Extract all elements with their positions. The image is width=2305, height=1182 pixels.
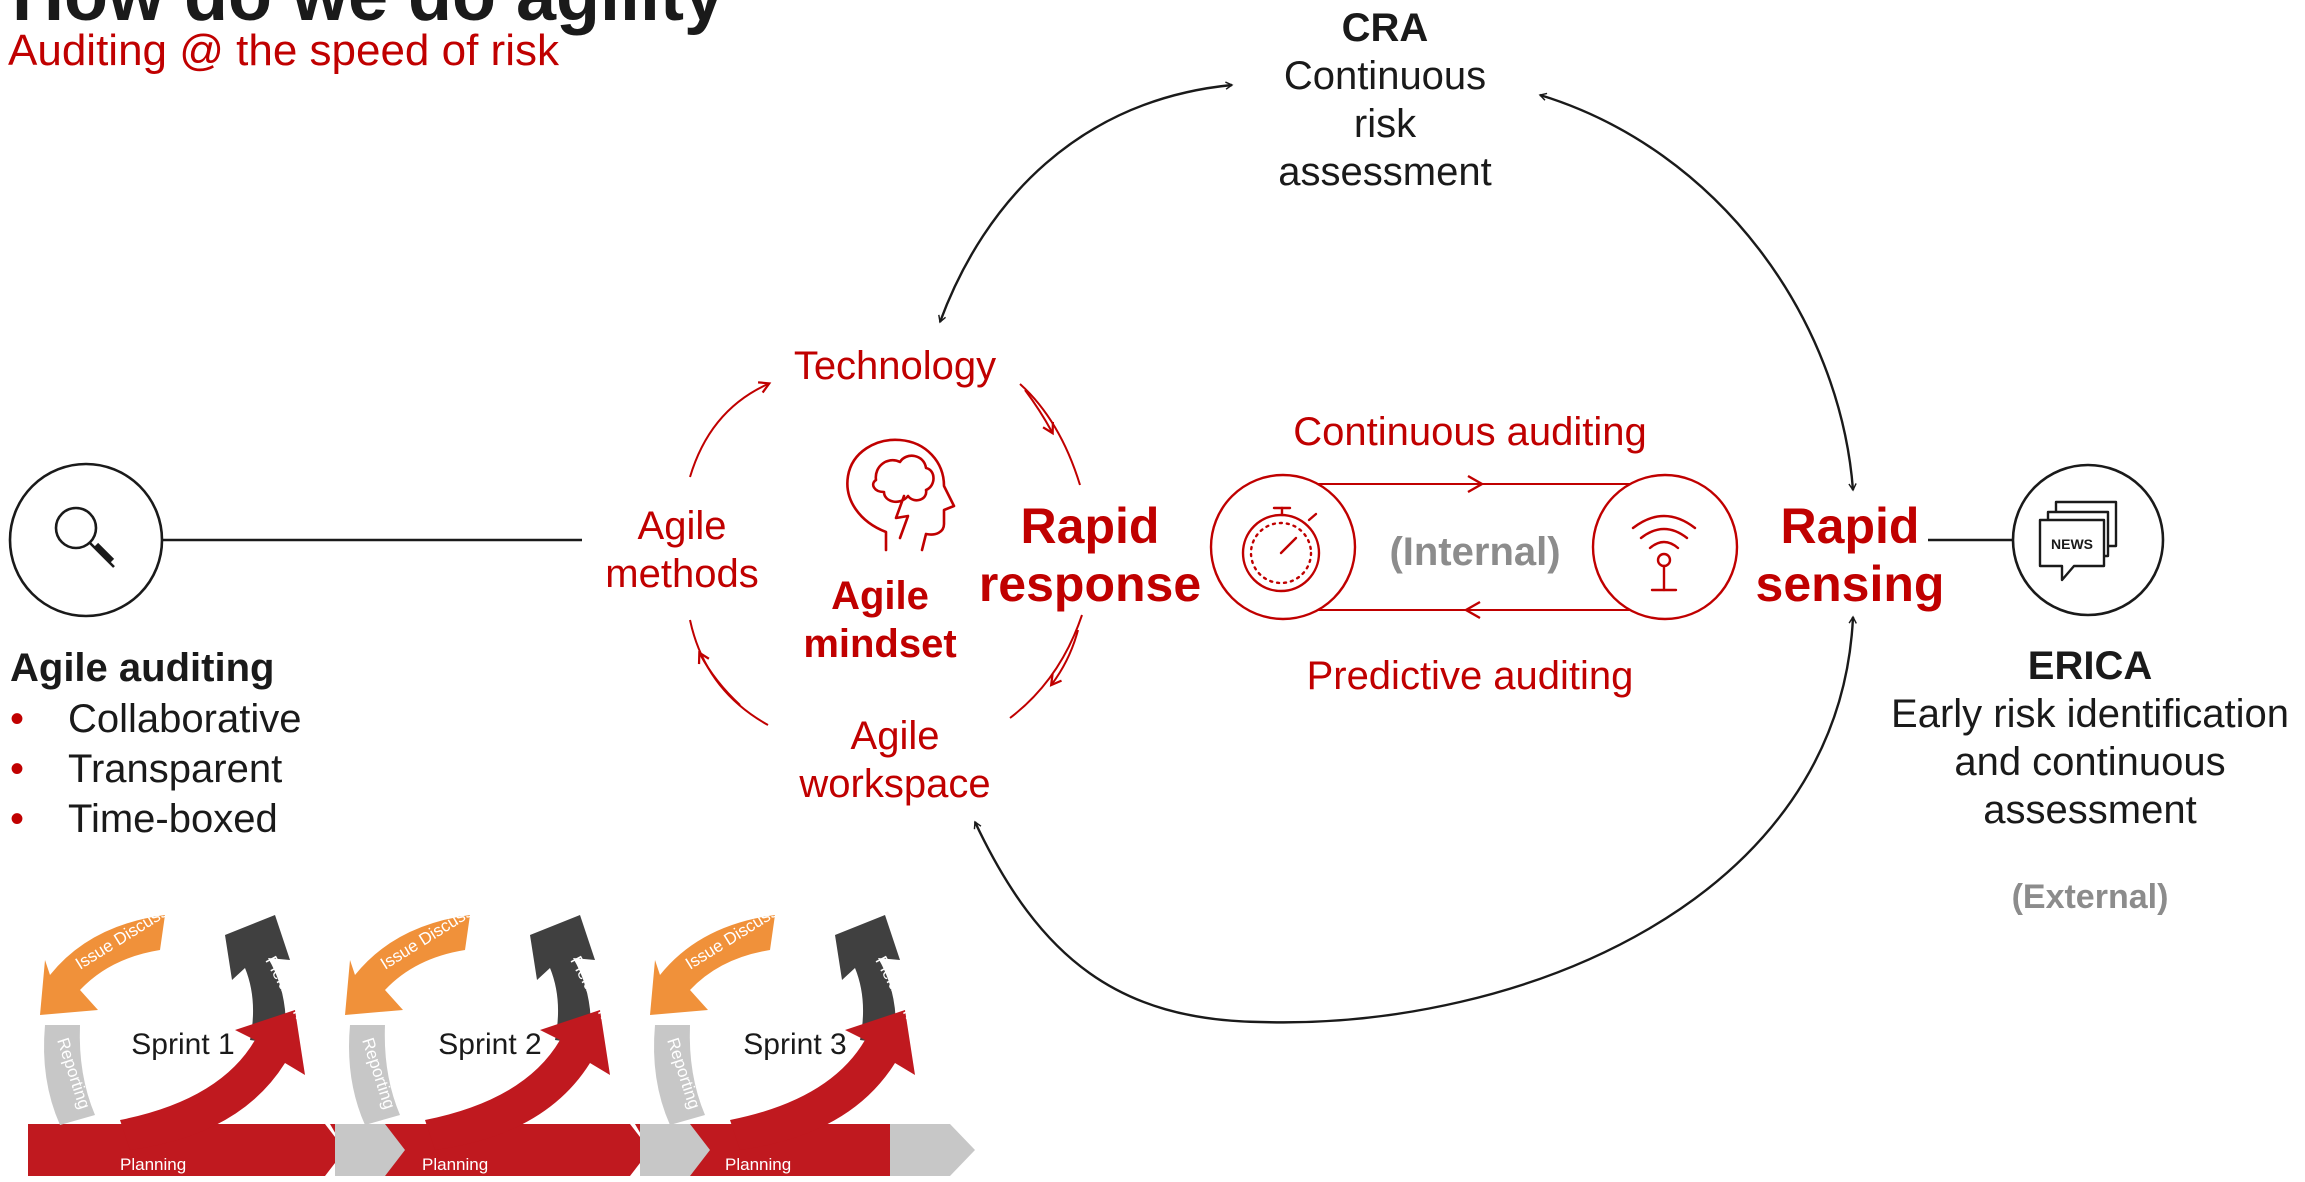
erica-line-2: and continuous [1954,740,2226,784]
page-title: How do we do agility [12,0,724,36]
mindset-arc-workspace-to-methods [689,619,769,726]
sprint-2-cycle [345,915,610,1150]
sprint-1-planning: Planning [120,1155,186,1174]
magnifier-icon [54,506,115,568]
rapid-response-line-1: Rapid [1020,498,1160,554]
news-icon: NEWS [2038,500,2118,582]
agile-auditing-list: •Collaborative •Transparent •Time-boxed [10,694,390,844]
arc-cra-to-sensing [1538,92,1857,492]
cra-line-2: risk [1353,102,1417,146]
sprint-2-planning: Planning [422,1155,488,1174]
rapid-sensing-line-2: sensing [1755,556,1945,612]
stopwatch-icon [1241,506,1321,593]
mindset-arc-methods-to-tech [689,381,772,478]
agile-methods-line-2: methods [605,552,759,596]
arc-cra-to-technology [938,81,1234,324]
magnifier-circle [8,462,164,618]
sprint-2-issue: Issue Discussion [377,890,495,974]
agile-mindset-line-1: Agile [831,574,929,618]
agile-mindset-label: Agile mindset [780,572,980,668]
agile-methods-line-1: Agile [637,504,727,548]
technology-label: Technology [793,344,997,388]
rapid-response-label: Rapid response [975,497,1205,613]
sprint-1-issue: Issue Discussion [72,890,190,974]
mindset-arrow-tech-to-response [1024,389,1055,436]
news-icon-text: NEWS [2051,536,2093,552]
sprint-3-issue: Issue Discussion [682,890,800,974]
agile-auditing-heading: Agile auditing [10,646,275,690]
list-item: •Transparent [10,747,283,791]
brain-head-icon [846,438,956,552]
rapid-sensing-label: Rapid sensing [1750,497,1950,613]
erica-line-1: Early risk identification [1891,692,2289,736]
agile-mindset-line-2: mindset [803,622,957,666]
mindset-arc-response-to-workspace [1009,614,1083,719]
cra-line-1: Continuous [1283,54,1487,98]
agile-auditing-block: Agile auditing •Collaborative •Transpare… [10,642,390,844]
sprint-2-label: Sprint 2 [438,1028,541,1061]
rapid-sensing-line-1: Rapid [1780,498,1920,554]
continuous-auditing-label: Continuous auditing [1293,410,1647,454]
mindset-arrow-response-to-workspace [1049,629,1079,687]
cra-block: CRA Continuous risk assessment [1230,4,1540,196]
list-item: •Collaborative [10,697,302,741]
sprint-1-cycle [40,915,305,1150]
arc-sensing-to-workspace [973,615,1857,1024]
erica-title: ERICA [2027,644,2153,688]
mindset-arc-tech-to-response [1019,383,1081,486]
agile-workspace-line-1: Agile [850,714,940,758]
page-subtitle: Auditing @ the speed of risk [8,26,559,75]
antenna-icon [1631,514,1697,592]
rapid-response-line-2: response [978,556,1202,612]
sprint-3-cycle [650,915,915,1150]
external-label: (External) [2011,878,2169,916]
agile-workspace-label: Agile workspace [770,712,1020,808]
antenna-circle [1591,473,1739,621]
sprint-1-label: Sprint 1 [131,1028,234,1061]
internal-label: (Internal) [1389,530,1561,574]
cra-title: CRA [1341,6,1429,50]
sprint-3-planning: Planning [725,1155,791,1174]
agile-methods-label: Agile methods [582,502,782,598]
erica-line-3: assessment [1983,788,2197,832]
erica-block: ERICA Early risk identification and cont… [1880,642,2300,834]
sprint-3-label: Sprint 3 [743,1028,846,1061]
sprint-timeline: Sprint 1 Sprint 2 Sprint 3 Planning Plan… [28,890,975,1176]
stopwatch-circle [1209,473,1357,621]
cra-line-3: assessment [1278,150,1492,194]
agile-workspace-line-2: workspace [799,762,991,806]
predictive-auditing-label: Predictive auditing [1306,654,1634,698]
mindset-arrow-workspace-to-methods [697,650,741,706]
list-item: •Time-boxed [10,797,278,841]
